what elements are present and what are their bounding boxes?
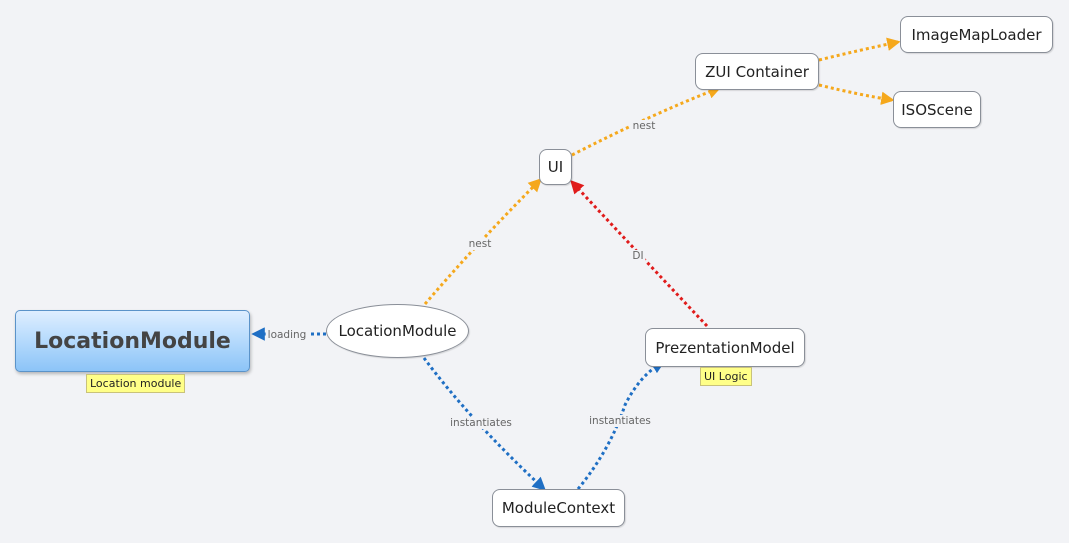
topic-zui-container[interactable]: ZUI Container	[695, 53, 819, 90]
connector-zui-to-isoscene	[818, 83, 895, 106]
connector-zui-to-imagemaploader	[818, 37, 901, 62]
connector-instantiates-context-to-model	[576, 360, 666, 490]
connector-nest-ui-to-zui	[571, 85, 722, 157]
topic-iso-scene[interactable]: ISOScene	[893, 91, 981, 128]
edge-label-instantiates-context-to-model: instantiates	[587, 415, 653, 427]
note-location-module[interactable]: Location module	[86, 374, 186, 393]
topic-prezentation-model[interactable]: PrezentationModel	[645, 328, 805, 367]
note-ui-logic[interactable]: UI Logic	[700, 367, 752, 386]
edge-label-di: DI	[630, 250, 646, 262]
edge-label-instantiates-location-to-context: instantiates	[448, 417, 514, 429]
topic-ui[interactable]: UI	[539, 149, 572, 185]
edge-label-nest-location-to-ui: nest	[466, 238, 494, 250]
edge-label-nest-ui-to-zui: nest	[630, 120, 658, 132]
topic-image-map-loader[interactable]: ImageMapLoader	[900, 16, 1053, 53]
connector-instantiates-location-to-context	[422, 357, 546, 491]
topic-module-context[interactable]: ModuleContext	[492, 489, 625, 527]
central-topic-location-module[interactable]: LocationModule	[15, 310, 250, 372]
topic-location-module-ellipse[interactable]: LocationModule	[326, 304, 469, 358]
edge-label-loading: loading	[265, 329, 309, 341]
